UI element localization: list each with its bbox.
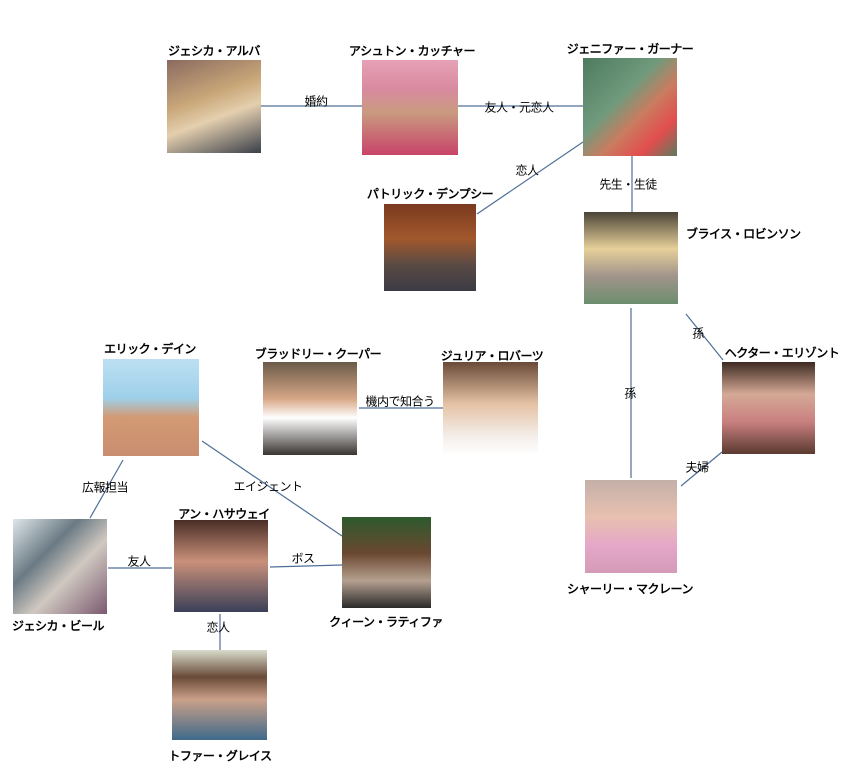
photo-eric-dane <box>103 359 199 456</box>
line-robinson-elizondo <box>685 313 724 361</box>
name-eric-dane: エリック・デイン <box>104 342 196 356</box>
relation-hathaway-latifah: ボス <box>291 551 315 566</box>
name-jessica-alba: ジェシカ・アルバ <box>168 44 260 58</box>
relation-alba-kutcher: 婚約 <box>304 94 328 109</box>
relation-biel-hathaway: 友人 <box>127 554 151 569</box>
name-shirley-maclaine: シャーリー・マクレーン <box>567 582 693 596</box>
name-patrick-dempsey: パトリック・デンプシー <box>366 187 494 201</box>
relation-elizondo-maclaine: 夫婦 <box>685 460 709 475</box>
line-garner-dempsey <box>476 141 584 215</box>
name-bryce-robinson: ブライス・ロビンソン <box>686 227 801 241</box>
photo-hector-elizondo <box>722 362 815 454</box>
line-dane-biel <box>89 459 124 519</box>
photo-bryce-robinson <box>584 212 678 304</box>
name-topher-grace: トファー・グレイス <box>168 749 272 763</box>
name-ashton-kutcher: アシュトン・カッチャー <box>349 44 475 58</box>
relation-garner-robinson: 先生・生徒 <box>599 177 657 192</box>
relation-garner-dempsey: 恋人 <box>515 163 539 178</box>
photo-bradley-cooper <box>263 362 357 455</box>
name-anne-hathaway: アン・ハサウェイ <box>178 507 270 521</box>
name-jessica-biel: ジェシカ・ビール <box>11 619 105 633</box>
photo-patrick-dempsey <box>384 204 476 291</box>
line-hathaway-latifah <box>269 564 343 568</box>
photo-queen-latifah <box>342 517 431 608</box>
relation-cooper-roberts: 機内で知合う <box>365 394 435 409</box>
photo-jessica-biel <box>13 519 107 614</box>
name-bradley-cooper: ブラッドリー・クーパー <box>254 347 382 361</box>
relation-dane-latifah: エイジェント <box>233 479 303 494</box>
name-hector-elizondo: ヘクター・エリゾント <box>724 346 840 360</box>
name-queen-latifah: クィーン・ラティファ <box>329 615 443 629</box>
photo-shirley-maclaine <box>585 480 677 573</box>
photo-topher-grace <box>172 650 267 740</box>
photo-jessica-alba <box>167 60 261 153</box>
line-dane-latifah <box>201 440 343 537</box>
name-jennifer-garner: ジェニファー・ガーナー <box>566 42 694 56</box>
relation-dane-biel: 広報担当 <box>81 480 129 495</box>
name-julia-roberts: ジュリア・ロバーツ <box>440 349 544 363</box>
relation-robinson-elizondo: 孫 <box>692 326 704 341</box>
photo-julia-roberts <box>443 362 538 455</box>
relation-robinson-maclaine: 孫 <box>624 386 636 401</box>
photo-jennifer-garner <box>583 58 677 156</box>
line-elizondo-maclaine <box>680 451 723 487</box>
relation-hathaway-grace: 恋人 <box>206 620 230 635</box>
photo-anne-hathaway <box>174 520 268 612</box>
relation-kutcher-garner: 友人・元恋人 <box>484 100 554 115</box>
photo-ashton-kutcher <box>362 60 458 155</box>
